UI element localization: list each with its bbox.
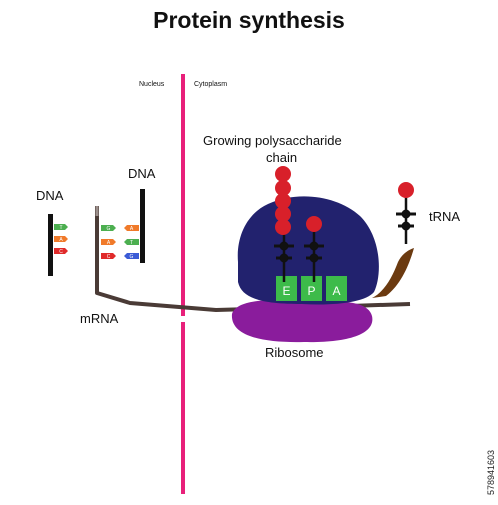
trna-incoming-tail (372, 248, 414, 298)
dna-right-base-right (124, 239, 139, 245)
dna-right-base-left-letter: A (107, 240, 111, 246)
dna-right-base-left-letter: C (107, 254, 111, 260)
growing-chain-label-2: chain (266, 150, 298, 165)
dna-left-base (54, 236, 68, 242)
growing-chain-label: Growing polysaccharide (203, 133, 342, 148)
dna-strand-left (48, 214, 53, 276)
site-p-label: P (307, 284, 315, 298)
dna-left-base (54, 224, 68, 230)
trna-label: tRNA (429, 209, 461, 224)
site-a-label: A (332, 284, 340, 298)
dna-left-base (54, 248, 68, 254)
trna-incoming (396, 196, 416, 244)
dna-left-bases: TAC (54, 224, 68, 255)
site-e-label: E (282, 284, 290, 298)
dna-right-base-right-letter: G (130, 254, 134, 260)
page-title: Protein synthesis (153, 7, 345, 33)
dna-right-base-left (101, 225, 116, 231)
cytoplasm-label: Cytoplasm (194, 81, 228, 88)
dna-right-base-right (124, 225, 139, 231)
nucleus-label: Nucleus (139, 81, 165, 88)
dna-left-base-letter: A (59, 237, 63, 243)
dna-strand-right (140, 189, 145, 263)
dna-left-base-letter: T (59, 225, 62, 231)
site-e-box (276, 276, 297, 301)
growing-chain-beads (275, 166, 291, 235)
dna-right-base-right (124, 253, 139, 259)
ribosome-small-subunit (231, 300, 373, 343)
dna-left-label: DNA (36, 188, 64, 203)
dna-left-base-letter: C (59, 249, 63, 255)
trna-p-site (274, 226, 294, 282)
nuclear-membrane-lower (181, 322, 185, 494)
amino-acid-a-site (306, 216, 322, 232)
dna-right-bases: G A A T C G (101, 225, 139, 260)
dna-right-base-right-letter: A (130, 226, 134, 232)
site-p-box (301, 276, 322, 301)
dna-right-base-left (101, 239, 116, 245)
dna-right-label: DNA (128, 166, 156, 181)
trna-a-site (304, 230, 324, 282)
nuclear-membrane-upper (181, 74, 185, 316)
dna-right-base-left (101, 253, 116, 259)
ribosome-label: Ribosome (265, 345, 324, 360)
watermark-id: 578941603 (486, 449, 496, 495)
site-a-box (326, 276, 347, 301)
dna-right-base-right-letter: T (130, 240, 133, 246)
dna-right-base-left-letter: G (107, 226, 111, 232)
mrna-label: mRNA (80, 311, 119, 326)
amino-acid-incoming (398, 182, 414, 198)
